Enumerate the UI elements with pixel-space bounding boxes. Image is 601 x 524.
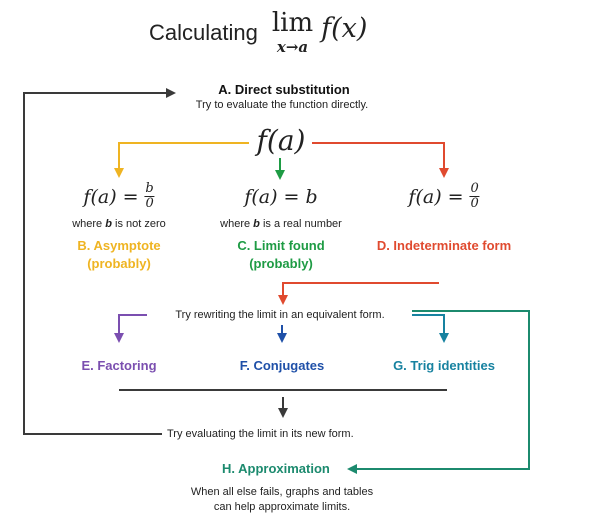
title-function: f(x)	[321, 13, 368, 44]
case-d-label: D. Indeterminate form	[376, 238, 512, 253]
loop-back-arrow	[23, 92, 168, 435]
fraction-bar	[144, 196, 155, 197]
case-c-label: C. Limit found (probably)	[237, 237, 324, 273]
step-h-heading: H. Approximation	[222, 461, 330, 476]
case-b-label-line2: (probably)	[87, 256, 151, 271]
case-c-label-line2: (probably)	[249, 256, 313, 271]
case-c-formula: f(a) = b	[244, 186, 318, 208]
case-d-denominator: 0	[470, 196, 479, 211]
caption-text: where	[72, 218, 106, 230]
case-b-label-line1: B. Asymptote	[77, 238, 161, 253]
caption-text: where	[220, 218, 254, 230]
branch-d-arrowhead	[439, 168, 449, 178]
branch-b-arrow	[118, 142, 249, 170]
merge-down-arrowhead	[278, 408, 288, 418]
branch-g-arrowhead	[439, 333, 449, 343]
limit-notation: lim x→a	[272, 10, 313, 55]
diagram-title: Calculating lim x→a f(x)	[149, 10, 367, 62]
indeterminate-to-rewrite-arrow	[282, 282, 439, 297]
branch-e-arrowhead	[114, 333, 124, 343]
branch-g-arrow	[412, 314, 445, 335]
branch-f-arrowhead	[277, 333, 287, 343]
method-conjugates: F. Conjugates	[239, 358, 325, 373]
case-d-numerator: 0	[470, 181, 479, 196]
branch-c-arrowhead	[275, 170, 285, 180]
method-factoring: E. Factoring	[81, 358, 157, 373]
case-b-lhs: f(a) =	[83, 185, 139, 208]
method-trig-identities: G. Trig identities	[393, 358, 495, 373]
lim-subscript: x→a	[276, 38, 309, 56]
case-c-label-line1: C. Limit found	[237, 238, 325, 253]
case-d-lhs: f(a) =	[408, 185, 464, 208]
rewrite-to-approximation-arrow	[355, 310, 530, 470]
step-a-heading: A. Direct substitution	[218, 82, 350, 97]
caption-text: is not zero	[111, 218, 166, 230]
evaluate-instruction: Try evaluating the limit in its new form…	[167, 428, 354, 440]
case-b-fraction: b 0	[144, 181, 155, 211]
step-a-description: Try to evaluate the function directly.	[195, 99, 369, 111]
caption-text: is a real number	[259, 218, 342, 230]
case-b-numerator: b	[145, 181, 154, 196]
case-b-caption: where b is not zero	[72, 218, 166, 230]
caption-variable: b	[253, 218, 260, 230]
branch-b-arrowhead	[114, 168, 124, 178]
indeterminate-to-rewrite-arrowhead	[278, 295, 288, 305]
case-d-fraction: 0 0	[469, 181, 480, 211]
rewrite-instruction: Try rewriting the limit in an equivalent…	[175, 309, 385, 321]
loop-back-arrowhead	[166, 88, 176, 98]
branch-d-arrow	[312, 142, 445, 170]
case-b-label: B. Asymptote (probably)	[77, 237, 160, 273]
evaluated-function: f(a)	[256, 124, 306, 157]
lim-operator: lim	[271, 8, 314, 38]
caption-variable: b	[105, 218, 112, 230]
fraction-bar	[469, 196, 480, 197]
case-c-caption: where b is a real number	[220, 218, 342, 230]
case-b-denominator: 0	[145, 196, 154, 211]
title-prefix: Calculating	[149, 20, 258, 45]
step-h-line1: When all else fails, graphs and tables	[190, 486, 374, 498]
case-b-formula: f(a) = b 0	[83, 181, 155, 211]
step-h-line2: can help approximate limits.	[213, 501, 351, 513]
case-d-formula: f(a) = 0 0	[408, 181, 480, 211]
branch-e-arrow	[118, 314, 147, 335]
rewrite-to-approximation-arrowhead	[347, 464, 357, 474]
